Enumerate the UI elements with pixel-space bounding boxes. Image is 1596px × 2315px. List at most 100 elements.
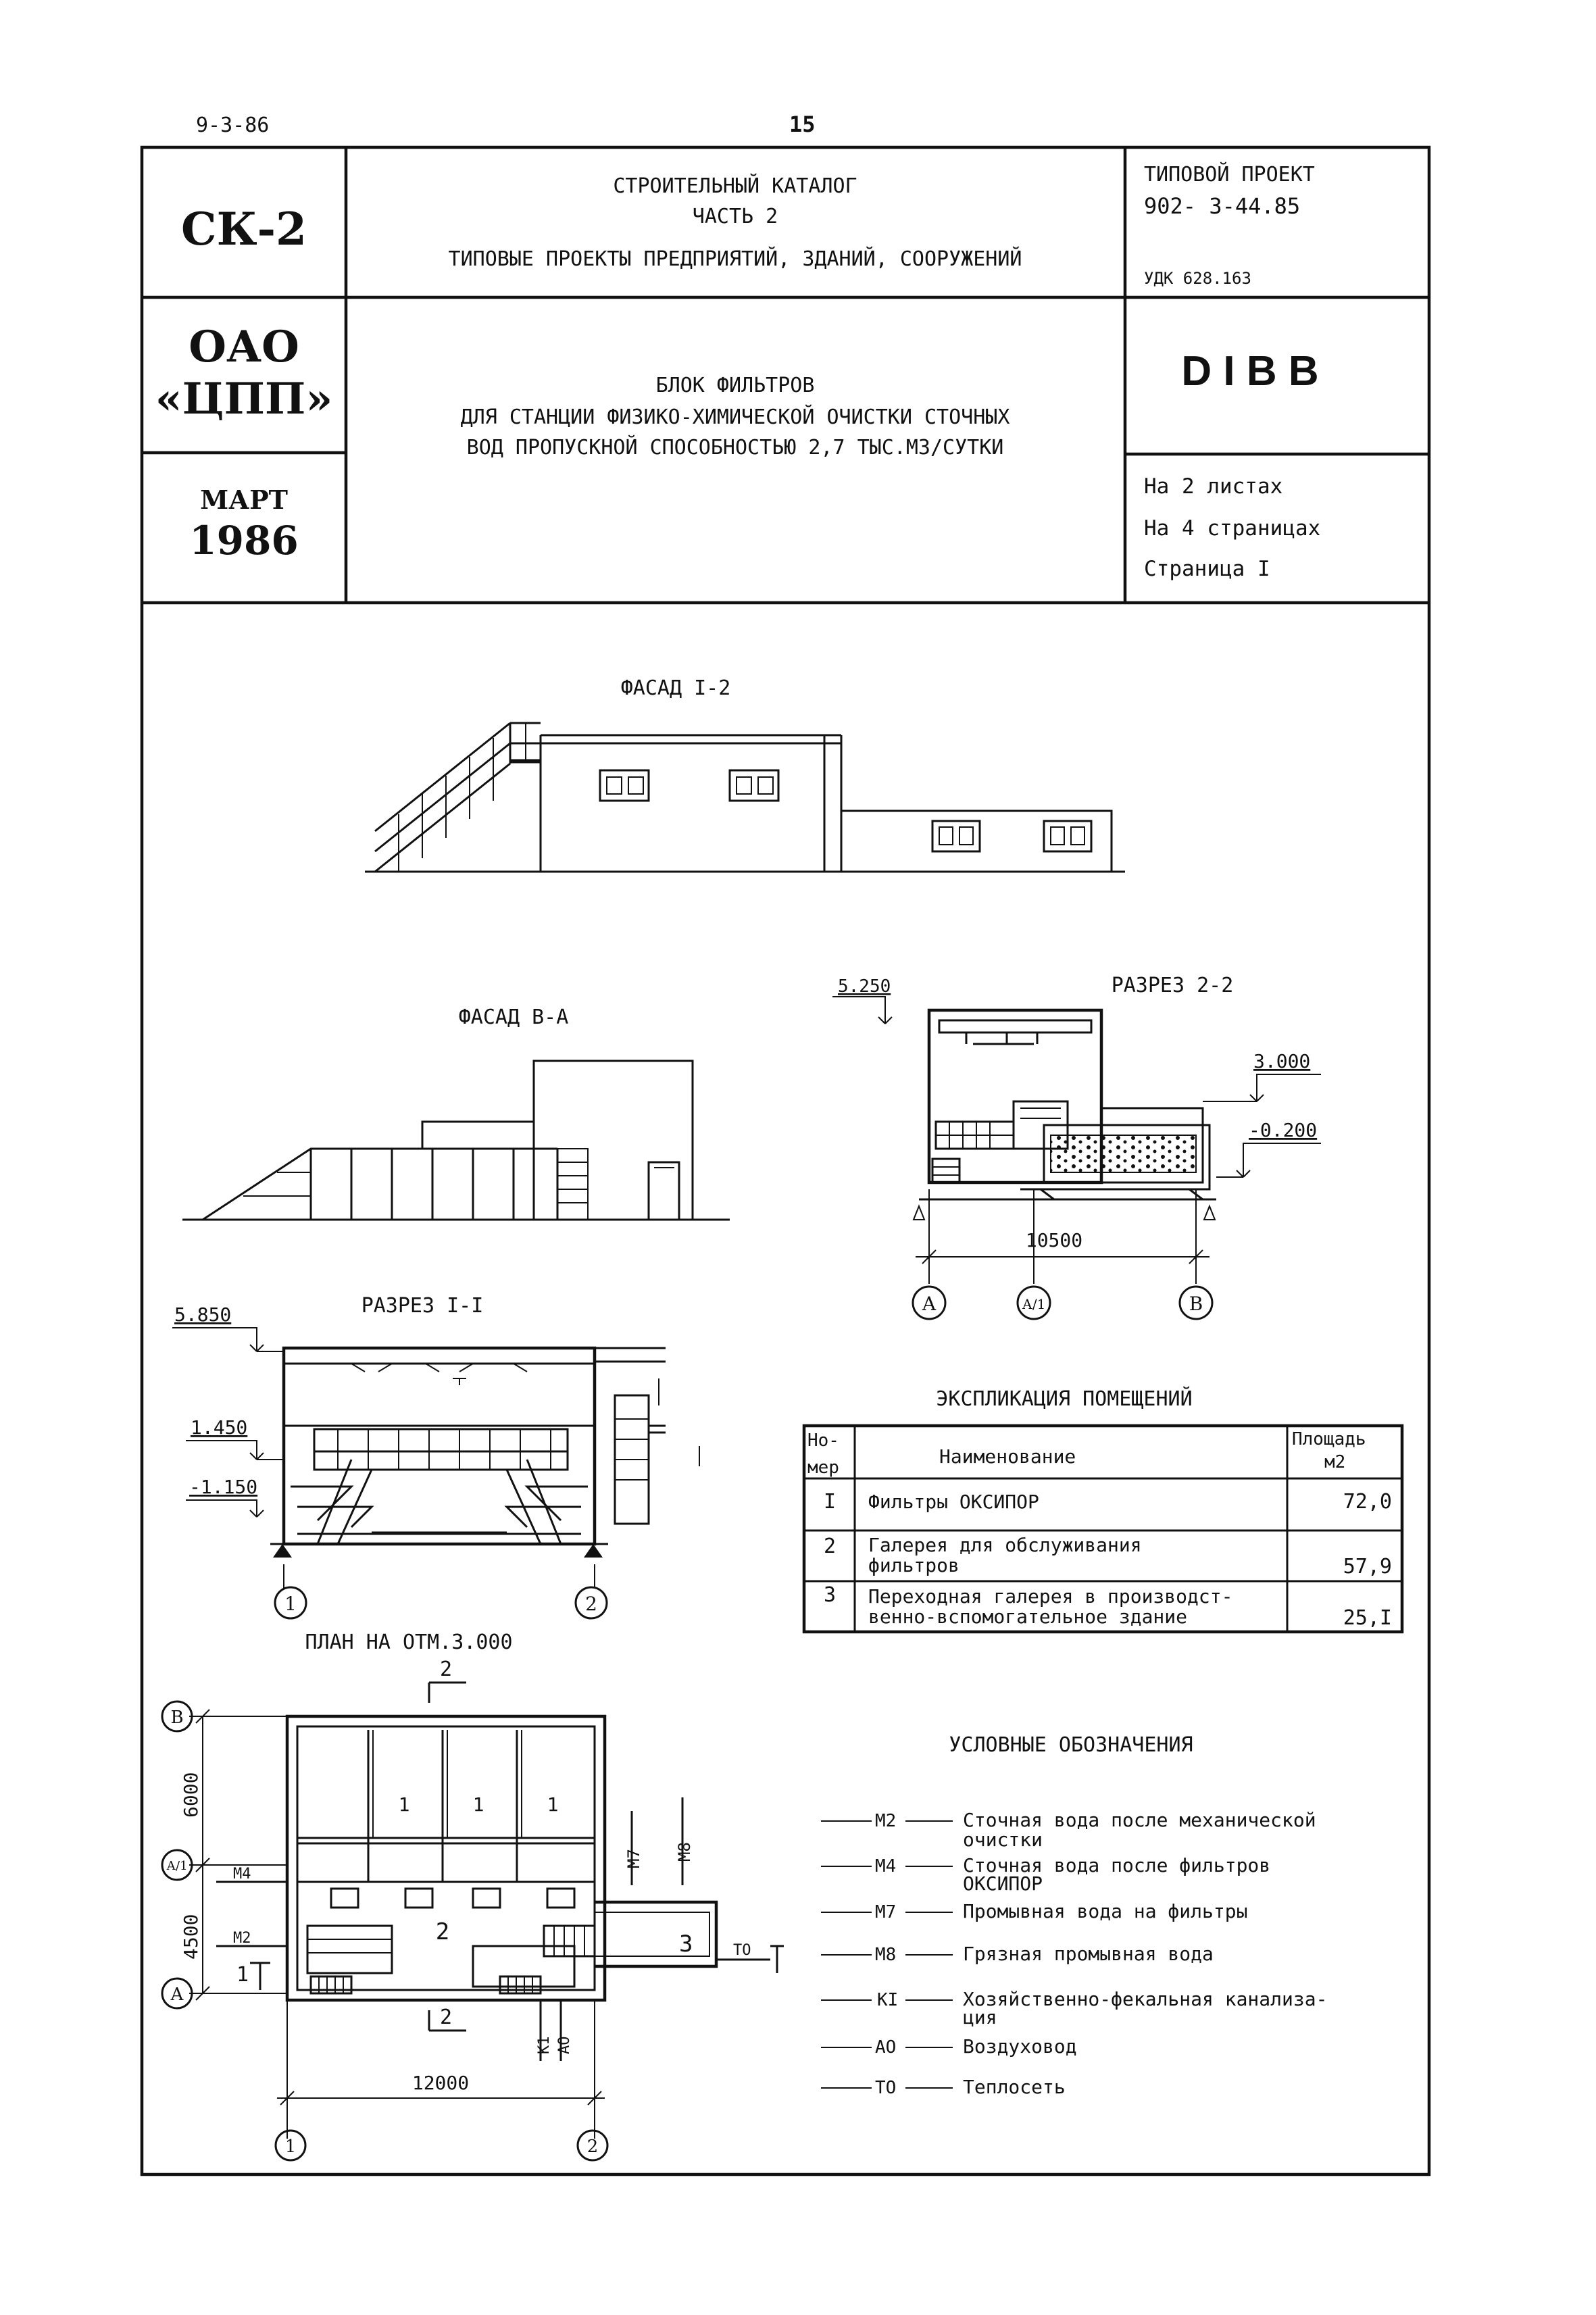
row2-name-line2: фильтров xyxy=(868,1554,959,1576)
plan-elev-3000: ПЛАН НА ОТМ.3.000 2 1 1 1 2 xyxy=(161,1631,784,2162)
col-num-line2: мер xyxy=(807,1458,839,1478)
dim-10500: 10500 xyxy=(1026,1229,1082,1251)
legend-code-t0: ТО xyxy=(875,2078,896,2098)
elev-1450: 1.450 xyxy=(191,1416,247,1439)
row1-num: I xyxy=(824,1490,836,1514)
row1-name: Фильтры ОКСИПОР xyxy=(868,1491,1039,1513)
legend-text-m4-line1: Сточная вода после фильтров xyxy=(963,1854,1270,1876)
row3-num: 3 xyxy=(824,1583,836,1607)
plan-axis-1-marker: 1 xyxy=(285,2137,297,2157)
plan-room-1a: 1 xyxy=(399,1793,410,1816)
dim-6000: 6000 xyxy=(180,1772,202,1818)
facade-1-2: ФАСАД I-2 xyxy=(365,676,1125,873)
row2-area: 57,9 xyxy=(1343,1555,1392,1578)
plan-pipe-t0: ТО xyxy=(733,1942,751,1959)
project-number: 902- 3-44.85 xyxy=(1144,193,1300,219)
row3-name-line1: Переходная галерея в производст- xyxy=(868,1585,1232,1608)
axis-1-marker: 1 xyxy=(284,1593,297,1615)
title-block xyxy=(140,145,1431,2176)
row1-area: 72,0 xyxy=(1343,1490,1392,1514)
col-name: Наименование xyxy=(939,1445,1076,1468)
issue-year: 1986 xyxy=(189,518,298,564)
legend: УСЛОВНЫЕ ОБОЗНАЧЕНИЯ М2 Сточная вода пос… xyxy=(821,1733,1327,2098)
elev-minus-0200: -0.200 xyxy=(1249,1119,1317,1141)
legend-code-m8: М8 xyxy=(875,1945,896,1965)
col-area-line2: м2 xyxy=(1324,1452,1345,1472)
page-number: 15 xyxy=(789,111,816,137)
plan-axis-a-marker: А xyxy=(170,1985,184,2005)
plan-cut-left-label: 1 xyxy=(236,1963,249,1987)
org-line2: «ЦПП» xyxy=(155,374,333,424)
legend-title: УСЛОВНЫЕ ОБОЗНАЧЕНИЯ xyxy=(949,1733,1193,1757)
row2-name-line1: Галерея для обслуживания xyxy=(868,1534,1142,1556)
plan-room-1b: 1 xyxy=(473,1793,484,1816)
org-line1: ОАО xyxy=(189,322,299,372)
plan-cut-bottom-label: 2 xyxy=(440,2006,452,2029)
facade-b-a-title: ФАСАД В-А xyxy=(459,1005,569,1029)
legend-text-t0: Теплосеть xyxy=(963,2076,1066,2098)
page-count: На 4 страницах xyxy=(1144,516,1320,541)
col-num-line1: Но- xyxy=(807,1430,839,1451)
date-code: 9-3-86 xyxy=(196,114,269,137)
drawing-title-1: БЛОК ФИЛЬТРОВ xyxy=(656,374,815,397)
project-label: ТИПОВОЙ ПРОЕКТ xyxy=(1144,162,1315,186)
drawing-title-2: ДЛЯ СТАНЦИИ ФИЗИКО-ХИМИЧЕСКОЙ ОЧИСТКИ СТ… xyxy=(461,405,1010,429)
elev-5250: 5.250 xyxy=(838,976,891,997)
facade-1-2-title: ФАСАД I-2 xyxy=(621,676,731,700)
section-1-1-title: РАЗРЕЗ I-I xyxy=(361,1294,484,1318)
plan-pipe-m8: М8 xyxy=(675,1842,694,1862)
axis-a-marker: А xyxy=(922,1293,936,1315)
legend-text-k1-line1: Хозяйственно-фекальная канализа- xyxy=(963,1988,1327,2010)
catalog-subtitle: ТИПОВЫЕ ПРОЕКТЫ ПРЕДПРИЯТИЙ, ЗДАНИЙ, СОО… xyxy=(449,247,1022,271)
legend-text-k1-line2: ция xyxy=(963,2006,997,2028)
page-index: Страница I xyxy=(1144,557,1270,581)
legend-code-m4: М4 xyxy=(875,1856,896,1876)
series-code: СК-2 xyxy=(181,203,307,255)
elev-3000: 3.000 xyxy=(1253,1050,1310,1072)
row3-area: 25,I xyxy=(1343,1606,1392,1630)
axis-2-marker: 2 xyxy=(585,1593,597,1615)
axis-a1-marker: А/1 xyxy=(1022,1296,1046,1312)
catalog-part: ЧАСТЬ 2 xyxy=(693,205,778,228)
col-area-line1: Площадь xyxy=(1292,1429,1366,1449)
section-1-1: РАЗРЕЗ I-I 5.850 xyxy=(172,1294,700,1620)
section-2-2-title: РАЗРЕЗ 2-2 xyxy=(1112,974,1234,997)
axis-b-marker: В xyxy=(1189,1293,1203,1315)
legend-text-a0: Воздуховод xyxy=(963,2035,1077,2058)
legend-code-a0: АО xyxy=(875,2037,896,2058)
plan-room-2: 2 xyxy=(436,1918,449,1945)
section-2-2: РАЗРЕЗ 2-2 5.250 3.000 xyxy=(832,974,1321,1320)
legend-text-m7: Промывная вода на фильтры xyxy=(963,1900,1247,1922)
row2-num: 2 xyxy=(824,1535,836,1558)
elev-5850: 5.850 xyxy=(174,1303,231,1326)
legend-code-k1: КI xyxy=(877,1990,898,2010)
plan-pipe-m2: М2 xyxy=(233,1930,251,1947)
legend-code-m7: М7 xyxy=(875,1902,896,1922)
plan-pipe-m7: М7 xyxy=(624,1849,643,1868)
facade-b-a: ФАСАД В-А xyxy=(182,1005,730,1221)
dim-4500: 4500 xyxy=(180,1914,202,1960)
explication-table: ЭКСПЛИКАЦИЯ ПОМЕЩЕНИЙ Но- мер Наименован… xyxy=(802,1387,1404,1634)
elev-minus-1150: -1.150 xyxy=(189,1476,257,1498)
legend-text-m4-line2: ОКСИПОР xyxy=(963,1872,1043,1895)
catalog-title: СТРОИТЕЛЬНЫЙ КАТАЛОГ xyxy=(613,174,857,198)
legend-text-m2-line2: очистки xyxy=(963,1828,1043,1851)
plan-axis-2-marker: 2 xyxy=(587,2137,599,2157)
drawing-title-3: ВОД ПРОПУСКНОЙ СПОСОБНОСТЬЮ 2,7 ТЫС.М3/С… xyxy=(467,435,1004,459)
plan-room-3: 3 xyxy=(679,1931,693,1958)
legend-text-m8: Грязная промывная вода xyxy=(963,1943,1214,1965)
row3-name-line2: венно-вспомогательное здание xyxy=(868,1605,1187,1628)
plan-pipe-m4: М4 xyxy=(233,1866,251,1883)
udk-code: УДК 628.163 xyxy=(1144,269,1251,288)
dim-12000: 12000 xyxy=(412,2072,469,2094)
legend-code-m2: М2 xyxy=(875,1811,896,1831)
plan-room-1c: 1 xyxy=(547,1793,559,1816)
plan-axis-b-marker: В xyxy=(170,1708,183,1728)
issue-month: МАРТ xyxy=(200,484,288,515)
plan-title: ПЛАН НА ОТМ.3.000 xyxy=(305,1631,512,1654)
plan-pipe-a0: АО xyxy=(556,2037,573,2055)
plan-pipe-k1: К1 xyxy=(536,2037,553,2055)
plan-cut-top-label: 2 xyxy=(440,1658,452,1681)
sheet-count: На 2 листах xyxy=(1144,474,1282,499)
